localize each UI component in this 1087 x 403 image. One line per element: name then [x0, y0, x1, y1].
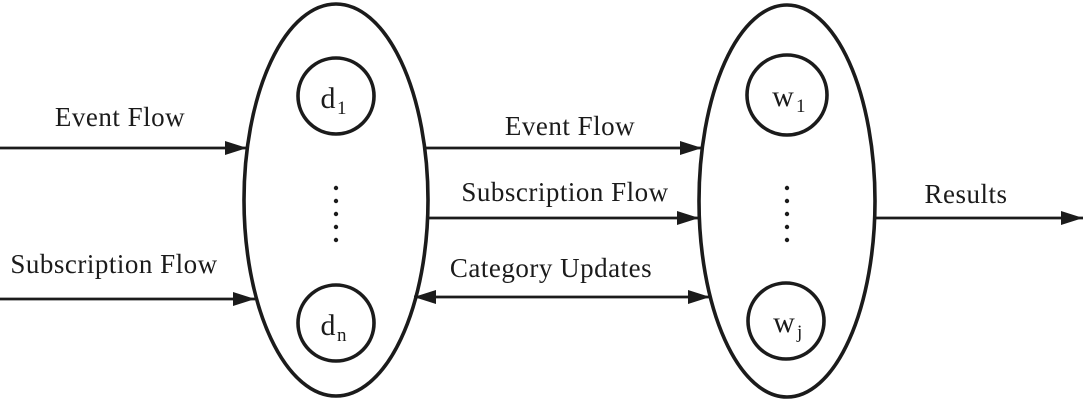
- svg-text:1: 1: [796, 96, 806, 117]
- left-group-ellipse: [242, 2, 430, 398]
- subscription-flow-mid-label: Subscription Flow: [461, 177, 668, 207]
- node-dn-circle: [296, 283, 376, 363]
- svg-text:1: 1: [337, 98, 347, 119]
- results-label: Results: [924, 179, 1007, 209]
- event-flow-in-label: Event Flow: [55, 102, 185, 132]
- category-updates-label: Category Updates: [450, 253, 652, 283]
- left-ellipsis-dots: [333, 185, 339, 243]
- node-wj-label: w j: [773, 306, 802, 343]
- right-ellipsis-dots: [784, 185, 790, 243]
- node-dn-label: d n: [321, 309, 348, 346]
- right-group-ellipse: [697, 3, 877, 399]
- node-w1-label: w 1: [772, 80, 805, 117]
- svg-text:w: w: [772, 80, 794, 113]
- svg-text:d: d: [321, 309, 336, 342]
- svg-text:d: d: [321, 82, 336, 115]
- subscription-flow-in-label: Subscription Flow: [10, 249, 217, 279]
- svg-text:w: w: [773, 306, 795, 339]
- event-flow-mid-label: Event Flow: [505, 111, 635, 141]
- node-d1-circle: [296, 56, 376, 136]
- svg-text:j: j: [796, 322, 802, 343]
- node-w1-circle: [745, 53, 829, 137]
- node-d1-label: d 1: [321, 82, 347, 119]
- svg-text:n: n: [337, 325, 347, 346]
- node-wj-circle: [746, 281, 826, 361]
